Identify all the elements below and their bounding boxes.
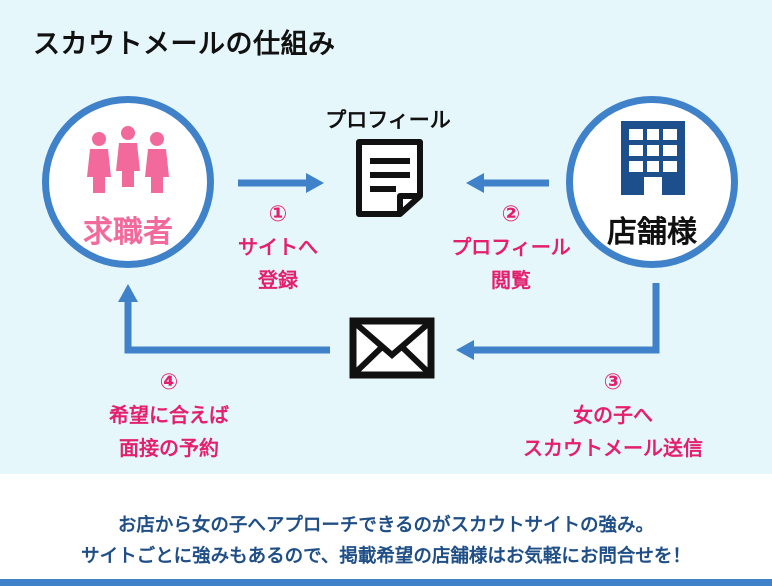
step-1-line1: サイトへ (238, 235, 318, 259)
arrow-scout-mail (472, 283, 660, 354)
step-4-line1: 希望に合えば (109, 403, 229, 427)
step-4-interview: ④ 希望に合えば 面接の予約 (64, 366, 274, 465)
step-3-scout-mail: ③ 女の子へ スカウトメール送信 (487, 366, 739, 465)
step-3-number: ③ (603, 370, 623, 395)
step-4-line2: 面接の予約 (119, 436, 219, 460)
document-icon (356, 139, 423, 217)
store-circle: 店舗様 (566, 96, 738, 268)
footer-line-1: お店から女の子へアプローチできるのがスカウトサイトの強み。 (117, 515, 655, 536)
page-title: スカウトメールの仕組み (33, 29, 336, 60)
diagram-panel: スカウトメールの仕組み 求職者 (0, 0, 772, 474)
flow-arrows (118, 173, 660, 360)
step-1-register: ① サイトへ 登録 (222, 198, 334, 297)
building-icon (621, 121, 685, 195)
store-label: 店舗様 (607, 215, 697, 250)
step-1-line2: 登録 (258, 268, 298, 292)
step-2-line2: 閲覧 (491, 268, 531, 292)
arrowhead-scout-mail (456, 340, 474, 360)
step-2-number: ② (501, 202, 521, 227)
seeker-circle: 求職者 (42, 96, 214, 268)
step-4-number: ④ (159, 370, 179, 395)
step-3-line1: 女の子へ (573, 403, 653, 427)
arrow-interview (124, 300, 330, 354)
seeker-label: 求職者 (83, 215, 173, 250)
step-2-line1: プロフィール (451, 235, 571, 259)
envelope-icon (349, 317, 435, 379)
footer-text: お店から女の子へアプローチできるのがスカウトサイトの強み。 サイトごとに強みもあ… (0, 510, 772, 572)
bottom-bar (0, 579, 772, 586)
step-3-line2: スカウトメール送信 (523, 436, 703, 460)
arrowhead-register (306, 173, 324, 193)
footer-line-2: サイトごとに強みもあるので、掲載希望の店舗様はお気軽にお問合せを！ (81, 546, 691, 567)
arrowhead-interview (118, 284, 138, 302)
arrowhead-browse (466, 173, 484, 193)
step-2-browse: ② プロフィール 閲覧 (426, 198, 596, 297)
people-icon (87, 126, 169, 193)
step-1-number: ① (268, 202, 288, 227)
profile-label: プロフィール (325, 108, 451, 132)
